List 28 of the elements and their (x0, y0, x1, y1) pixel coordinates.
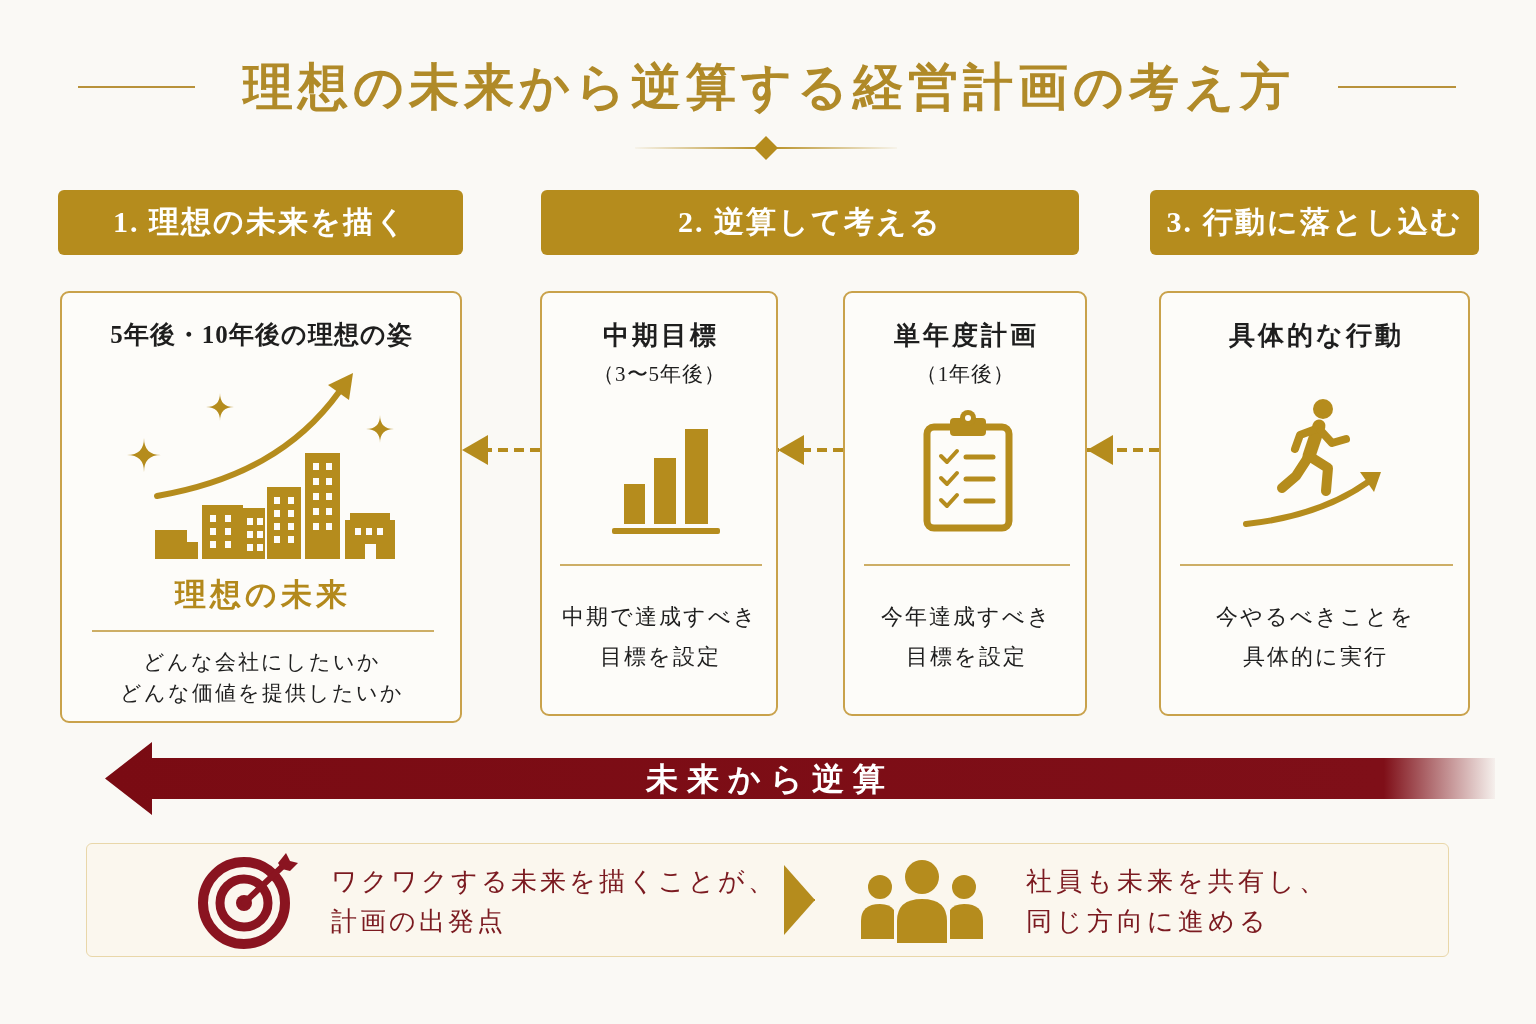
card-heading: 中期目標 (601, 319, 719, 352)
highlight-text: 理想の未来 (173, 576, 351, 614)
description-text: 中期で達成すべき目標を設定 (561, 603, 759, 671)
step-card (60, 291, 462, 723)
arrow-banner: 未来から逆算 (105, 742, 1495, 815)
dashed-arrow (1087, 435, 1159, 465)
description-text: どんな会社にしたいか (142, 649, 381, 676)
dashed-arrow (778, 435, 843, 465)
step-card (540, 291, 778, 716)
card-heading: 5年後・10年後の理想の姿 (109, 320, 413, 350)
description-text: 今やるべきことを具体的に実行 (1215, 603, 1416, 671)
card-heading: 単年度計画 (893, 319, 1039, 352)
card-heading: 具体的な行動 (1227, 319, 1404, 352)
chevron-arrow (784, 865, 816, 935)
title: 理想の未来から逆算する経営計画の考え方 (241, 58, 1295, 117)
step-header: 2. 逆算して考える (541, 190, 1079, 255)
statement-text: ワクワクする未来を描くことが、計画の出発点 (331, 866, 778, 938)
period-label: （3〜5年後） (592, 361, 726, 388)
step-card (843, 291, 1087, 716)
description-text: どんな価値を提供したいか (119, 680, 404, 707)
info-panel (86, 843, 1449, 957)
step-header: 3. 行動に落とし込む (1150, 190, 1479, 255)
step-card (1159, 291, 1470, 716)
step-header: 1. 理想の未来を描く (58, 190, 463, 255)
dashed-arrow (462, 435, 540, 465)
period-label: （1年後） (914, 361, 1016, 388)
description-text: 今年達成すべき目標を設定 (879, 603, 1053, 671)
statement-text: 社員も未来を共有し、同じ方向に進める (1026, 866, 1330, 938)
